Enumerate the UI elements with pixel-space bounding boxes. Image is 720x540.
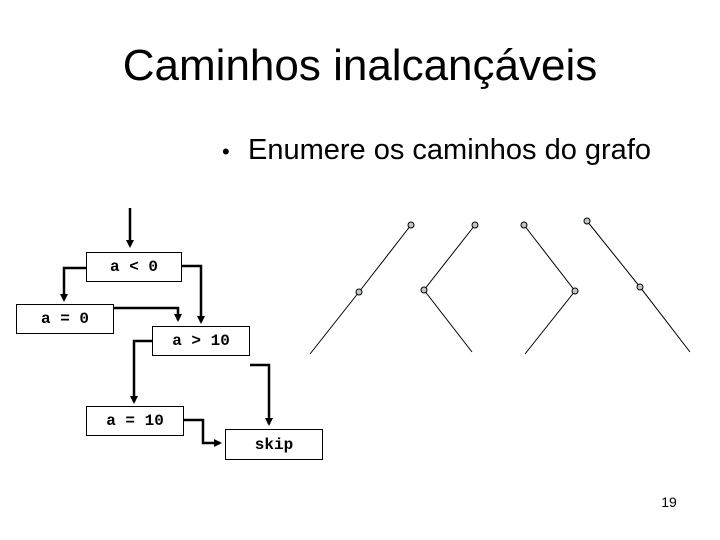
bullet-marker: • [222, 139, 230, 164]
path-graph-4 [583, 217, 691, 353]
path-graphs [309, 217, 691, 355]
page-number: 19 [661, 494, 677, 510]
edge-cond2-assign10 [130, 339, 152, 404]
node-cond-a-lt-0: a < 0 [86, 252, 182, 282]
node-cond-a-gt-10: a > 10 [152, 326, 250, 356]
flowchart-connectors [60, 208, 273, 447]
node-assign-a-10: a = 10 [86, 406, 184, 436]
node-assign-a-0: a = 0 [16, 304, 114, 334]
edge-assign0-cond2 [113, 306, 182, 322]
edge-cond2-skip [250, 363, 273, 426]
path-graph-3 [520, 221, 579, 355]
path-graph-2 [420, 221, 479, 353]
bullet-text: Enumere os caminhos do grafo [248, 134, 651, 166]
slide-title: Caminhos inalcançáveis [122, 41, 598, 90]
bullet-item: • Enumere os caminhos do grafo [222, 132, 651, 170]
edge-assign10-skip [183, 418, 222, 447]
edge-cond1-assign0 [60, 266, 86, 302]
edge-cond1-cond2 [181, 264, 205, 324]
node-skip: skip [225, 429, 323, 460]
path-graph-1 [309, 221, 415, 355]
